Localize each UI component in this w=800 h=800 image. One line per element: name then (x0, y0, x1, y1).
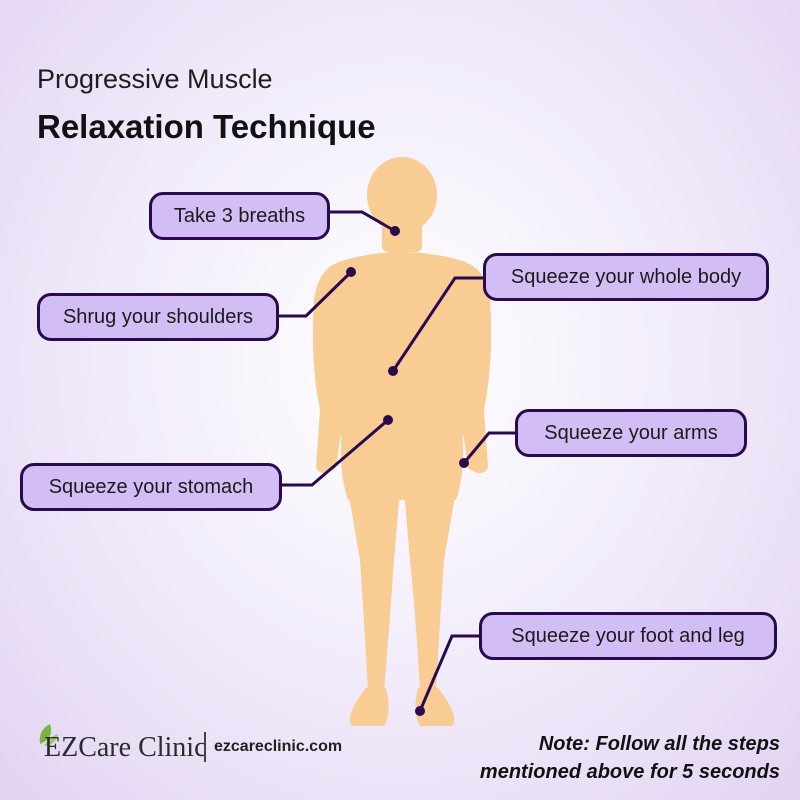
brand-url[interactable]: ezcareclinic.com (214, 738, 343, 755)
label-squeeze-whole-body: Squeeze your whole body (483, 253, 769, 301)
connector-stomach (281, 418, 389, 487)
dot-foot (415, 706, 425, 716)
brand-divider (204, 732, 206, 762)
label-take-breaths: Take 3 breaths (149, 192, 330, 240)
brand-name: EZCare Clinic (44, 732, 207, 763)
left-leg (348, 490, 400, 690)
note: Note: Follow all the steps mentioned abo… (480, 730, 780, 786)
connector-whole-body (391, 276, 484, 372)
hips (340, 430, 464, 500)
left-arm (312, 262, 350, 473)
dot-hand (459, 458, 469, 468)
label-squeeze-arms: Squeeze your arms (515, 409, 747, 457)
head (367, 157, 437, 233)
connector-arms (462, 431, 516, 464)
neck (382, 218, 422, 252)
connectors (278, 210, 516, 712)
connector-foot-leg (418, 634, 480, 712)
connector-shoulders (278, 270, 353, 318)
label-shrug-shoulders: Shrug your shoulders (37, 293, 279, 341)
right-leg (404, 490, 456, 690)
left-foot (349, 688, 389, 726)
dot-stomach (383, 415, 393, 425)
dot-chest (388, 366, 398, 376)
dot-shoulder (346, 267, 356, 277)
torso (328, 252, 476, 440)
label-squeeze-foot-leg: Squeeze your foot and leg (479, 612, 777, 660)
connector-dots (346, 226, 469, 716)
human-silhouette (312, 157, 492, 726)
dot-neck (390, 226, 400, 236)
leaf-icon (39, 724, 58, 746)
title-line-2: Relaxation Technique (37, 108, 376, 145)
label-squeeze-stomach: Squeeze your stomach (20, 463, 282, 511)
right-arm (454, 262, 492, 473)
note-line-1: Note: Follow all the steps (538, 733, 780, 755)
title-line-1: Progressive Muscle (37, 64, 273, 94)
note-line-2: mentioned above for 5 seconds (479, 761, 780, 783)
connector-breaths (329, 210, 396, 233)
